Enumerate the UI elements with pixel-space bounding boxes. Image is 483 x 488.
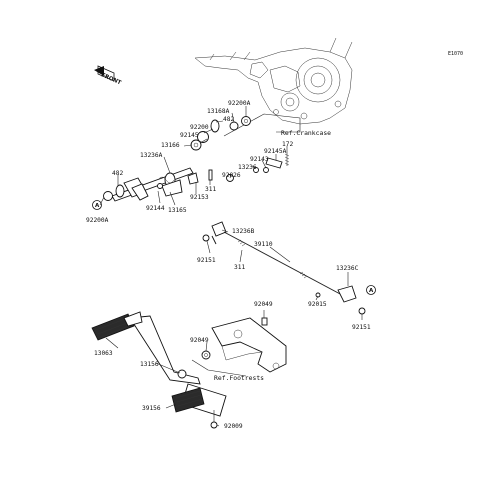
part-number-label: 92153 <box>190 194 209 201</box>
part-number-label: 39110 <box>254 241 273 248</box>
leader-lines <box>99 106 363 427</box>
part-number-labels: 92200A 13168A 482 92200 92145 13166 1323… <box>86 100 371 430</box>
shift-shaft <box>103 116 251 202</box>
part-number-label: 92200A <box>86 217 109 224</box>
ref-footrests-label: Ref.Footrests <box>214 374 264 382</box>
part-number-label: 482 <box>112 170 123 177</box>
part-number-label: 92144 <box>146 205 165 212</box>
part-number-label: 92151 <box>197 257 216 264</box>
tie-rod <box>202 221 366 315</box>
part-number-label: 13156 <box>140 361 159 368</box>
part-number-label: 92200 <box>190 124 209 131</box>
shift-pedal <box>91 311 227 429</box>
part-number-label: 311 <box>234 264 245 271</box>
part-number-label: 92145 <box>180 132 199 139</box>
ref-crankcase-label: Ref.Crankcase <box>281 129 331 137</box>
part-number-label: 92143 <box>250 156 269 163</box>
part-number-label: 39156 <box>142 405 161 412</box>
footrest-bracket <box>201 317 287 373</box>
part-number-label: 13063 <box>94 350 113 357</box>
part-number-label: 172 <box>282 141 293 148</box>
marker-a-left-label: A <box>95 203 100 209</box>
front-arrow-icon: FRONT <box>94 65 122 86</box>
part-number-label: 13165 <box>168 207 187 214</box>
marker-a-right: A <box>366 285 376 295</box>
crankcase-outline <box>194 37 353 125</box>
part-number-label: 13236C <box>336 265 359 272</box>
part-number-label: 13168A <box>207 108 230 115</box>
part-number-label: 13236 <box>238 164 257 171</box>
figure-code: E1070 <box>448 51 463 57</box>
part-number-label: 482 <box>223 116 234 123</box>
part-number-label: 13236A <box>140 152 163 159</box>
part-number-label: 92009 <box>224 423 243 430</box>
part-number-label: 92200A <box>228 100 251 107</box>
shift-small-parts <box>208 152 290 182</box>
part-number-label: 13166 <box>161 142 180 149</box>
part-number-label: 92151 <box>352 324 371 331</box>
part-number-label: 92015 <box>308 301 327 308</box>
part-number-label: 92145A <box>264 148 287 155</box>
marker-a-right-label: A <box>369 288 374 294</box>
part-number-label: 92049 <box>254 301 273 308</box>
part-number-label: 13236B <box>232 228 255 235</box>
part-number-label: 92026 <box>222 172 241 179</box>
part-number-label: 92049 <box>190 337 209 344</box>
part-number-label: 311 <box>205 186 216 193</box>
marker-a-left: A <box>92 200 102 210</box>
